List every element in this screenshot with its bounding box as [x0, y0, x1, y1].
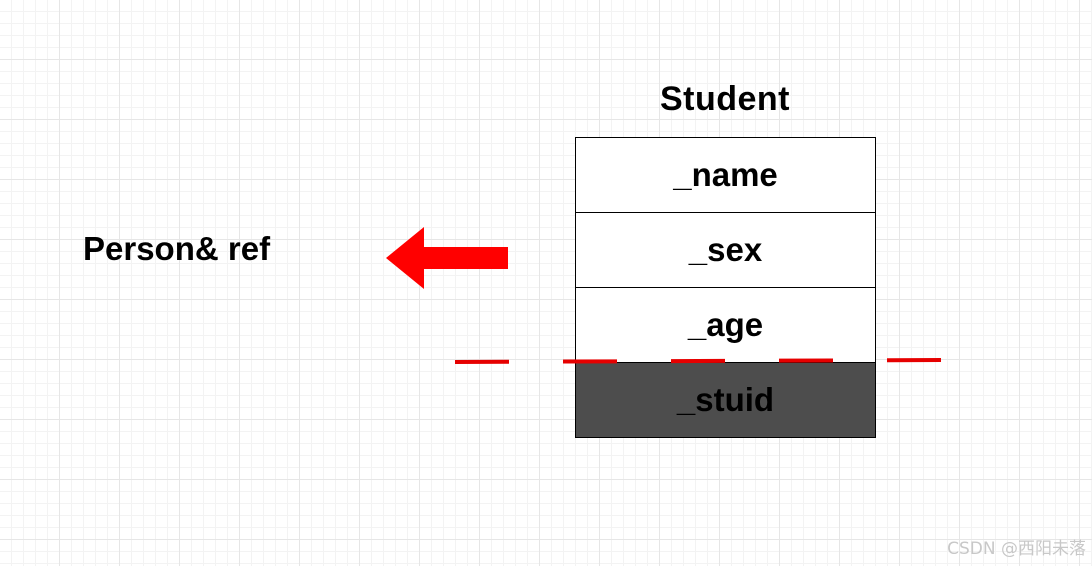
- struct-title: Student: [659, 80, 791, 118]
- field-age: _age: [576, 288, 875, 363]
- field-name: _name: [576, 138, 875, 213]
- reference-label: Person& ref: [83, 230, 271, 267]
- field-stuid: _stuid: [576, 363, 875, 437]
- watermark: CSDN @西阳未落: [947, 539, 1086, 559]
- field-sex: _sex: [576, 213, 875, 288]
- left-arrow-icon: [386, 227, 508, 289]
- student-object-layout: _name _sex _age _stuid: [575, 137, 876, 438]
